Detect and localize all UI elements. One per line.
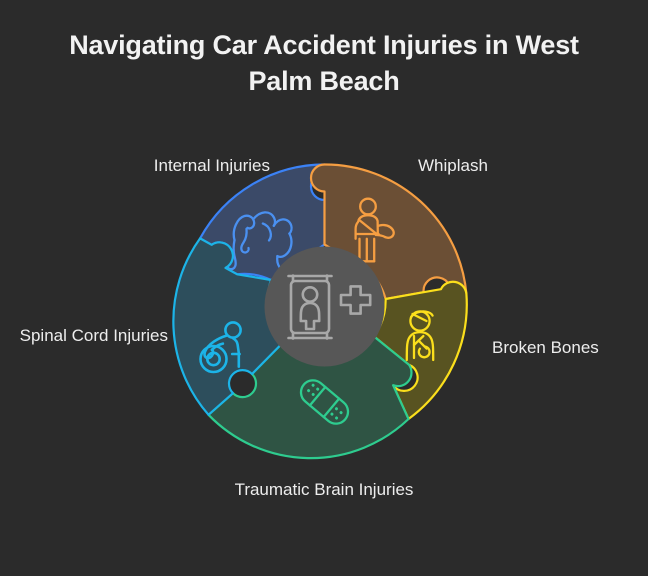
segment-whiplash[interactable] bbox=[309, 163, 468, 301]
center-hub[interactable] bbox=[264, 246, 385, 367]
person-head-bandage-arm-cast-icon bbox=[405, 310, 435, 362]
wheelchair-accessibility-icon bbox=[199, 321, 242, 374]
segment-label-broken-bones: Broken Bones bbox=[492, 338, 599, 357]
center-hub-circle bbox=[264, 246, 385, 367]
segment-label-whiplash: Whiplash bbox=[418, 156, 488, 175]
adhesive-bandage-icon bbox=[299, 379, 350, 425]
page-title: Navigating Car Accident Injuries in West… bbox=[69, 30, 579, 96]
segment-whiplash-shape[interactable] bbox=[309, 163, 468, 301]
person-neck-brace-sling-icon bbox=[354, 197, 395, 263]
segment-label-traumatic-brain-injuries: Traumatic Brain Injuries bbox=[234, 480, 414, 499]
segment-label-spinal-cord-injuries: Spinal Cord Injuries bbox=[19, 326, 168, 345]
stretcher-medical-cross-icon bbox=[287, 274, 372, 340]
segment-broken-bones[interactable] bbox=[372, 280, 468, 421]
segment-spinal-cord-injuries-shape[interactable] bbox=[172, 237, 286, 416]
segment-broken-bones-shape[interactable] bbox=[372, 280, 468, 421]
segment-label-internal-injuries: Internal Injuries bbox=[153, 156, 270, 175]
segment-spinal-cord-injuries[interactable] bbox=[172, 237, 286, 416]
